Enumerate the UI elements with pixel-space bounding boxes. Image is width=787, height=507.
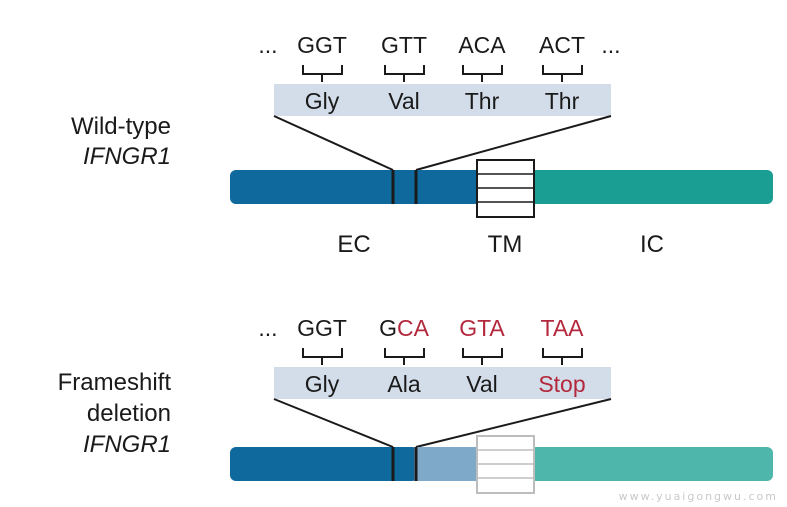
fs-ec-label: EC <box>337 503 370 507</box>
fs-ec-domain <box>230 447 418 481</box>
fs-bracket-4 <box>542 348 583 365</box>
wt-ellipsis-left: ... <box>258 32 277 58</box>
fs-codon-2: GCA <box>379 315 430 341</box>
fs-codon-4: TAA <box>540 315 584 341</box>
wt-ic-label: IC <box>640 231 664 258</box>
fs-aa-3: Val <box>466 371 498 397</box>
wt-tm-domain <box>476 159 535 218</box>
wt-aa-2: Val <box>388 88 420 114</box>
wt-zoom-line-left <box>273 115 394 171</box>
wt-amino-acid-band <box>274 84 611 116</box>
wt-label-line1: Wild-type <box>71 113 171 140</box>
wt-tm-label: TM <box>488 231 523 258</box>
fs-label-line2: deletion <box>87 400 171 427</box>
fs-label-line1: Frameshift <box>58 369 172 396</box>
wt-codon-2: GTT <box>381 32 427 58</box>
fs-tm-domain <box>476 435 535 494</box>
fs-ic-domain <box>530 447 773 481</box>
fs-label-line3: IFNGR1 <box>83 431 171 458</box>
wildtype-panel: ... GGT GTT ACA ACT ... Gly Val Thr Thr … <box>71 32 773 258</box>
fs-bracket-2 <box>384 348 425 365</box>
wt-ic-domain <box>530 170 773 204</box>
wt-zoom-line-right <box>415 115 612 171</box>
wt-ec-domain <box>230 170 482 204</box>
fs-ic-label: IC <box>640 503 664 507</box>
fs-zoom-line-right <box>415 398 612 448</box>
wt-codon-4: ACT <box>539 32 585 58</box>
fs-amino-acid-band <box>274 367 611 399</box>
wt-ellipsis-right: ... <box>601 32 620 58</box>
wt-bracket-3 <box>462 65 503 82</box>
wt-aa-4: Thr <box>545 88 580 114</box>
fs-codon-brackets <box>302 348 583 365</box>
wt-aa-3: Thr <box>465 88 500 114</box>
wt-label-line2: IFNGR1 <box>83 143 171 170</box>
wt-codon-3: ACA <box>458 32 506 58</box>
fs-codon-2-mutant: CA <box>397 315 430 341</box>
fs-ellipsis-left: ... <box>258 315 277 341</box>
fs-zoom-line-left <box>273 398 394 448</box>
wt-bracket-1 <box>302 65 343 82</box>
wt-aa-1: Gly <box>305 88 340 114</box>
fs-codon-3: GTA <box>459 315 505 341</box>
wt-codon-1: GGT <box>297 32 347 58</box>
frameshift-panel: ... GGT GCA GTA TAA Gly Ala Val Stop Fra… <box>58 315 773 507</box>
wt-bracket-4 <box>542 65 583 82</box>
watermark-text: www.yuaigongwu.com <box>619 490 778 503</box>
fs-aa-1: Gly <box>305 371 340 397</box>
fs-ec-shifted-region <box>414 447 482 481</box>
fs-aa-2: Ala <box>387 371 420 397</box>
fs-tm-label: TM <box>488 503 523 507</box>
wt-bracket-2 <box>384 65 425 82</box>
wt-ec-label: EC <box>337 231 370 258</box>
fs-codon-2-normal: G <box>379 315 397 341</box>
fs-bracket-3 <box>462 348 503 365</box>
wt-codon-brackets <box>302 65 583 82</box>
fs-bracket-1 <box>302 348 343 365</box>
fs-codon-1: GGT <box>297 315 347 341</box>
fs-aa-4: Stop <box>538 371 585 397</box>
